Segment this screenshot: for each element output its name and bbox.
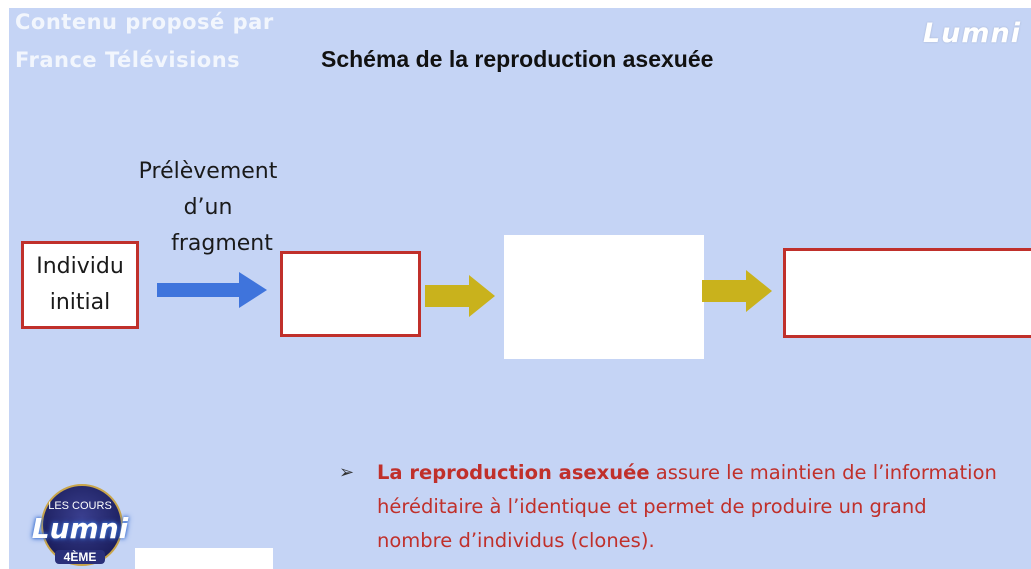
bottom-white-box — [135, 548, 273, 569]
overlay-line-1: Contenu proposé par — [15, 10, 274, 34]
bullet-bold-text: La reproduction asexuée — [377, 461, 650, 484]
right-arrow-icon — [157, 272, 267, 308]
badge-top-text: LES COURS — [48, 500, 112, 512]
slide: Contenu proposé par France Télévisions S… — [9, 8, 1031, 569]
lumni-logo: Lumni — [922, 18, 1021, 49]
fragment-box — [280, 251, 421, 337]
arrowhead-bullet-icon: ➢ — [339, 462, 355, 483]
badge-logo-text: Lumni — [31, 512, 129, 545]
bullet-rest-text: assure le maintien de l’information héré… — [377, 461, 997, 552]
step-label: Prélèvement d’un fragment — [127, 154, 289, 262]
step-label-line-3: fragment — [171, 231, 273, 256]
result-box — [783, 248, 1031, 338]
slide-title: Schéma de la reproduction asexuée — [321, 46, 714, 72]
initial-individual-box: Individu initial — [21, 241, 139, 329]
overlay-line-2: France Télévisions — [15, 48, 241, 72]
right-arrow-icon — [702, 270, 772, 312]
les-cours-lumni-badge: LES COURS Lumni 4ÈME — [21, 484, 139, 569]
initial-box-line-2: initial — [49, 290, 111, 315]
step-label-line-1: Prélèvement — [138, 159, 278, 184]
middle-box — [504, 235, 704, 359]
initial-box-line-1: Individu — [36, 254, 124, 279]
right-arrow-icon — [425, 275, 495, 317]
bullet-paragraph: ➢ La reproduction asexuée assure le main… — [339, 456, 999, 558]
badge-level: 4ÈME — [55, 550, 105, 564]
step-label-line-2: d’un — [183, 195, 233, 220]
